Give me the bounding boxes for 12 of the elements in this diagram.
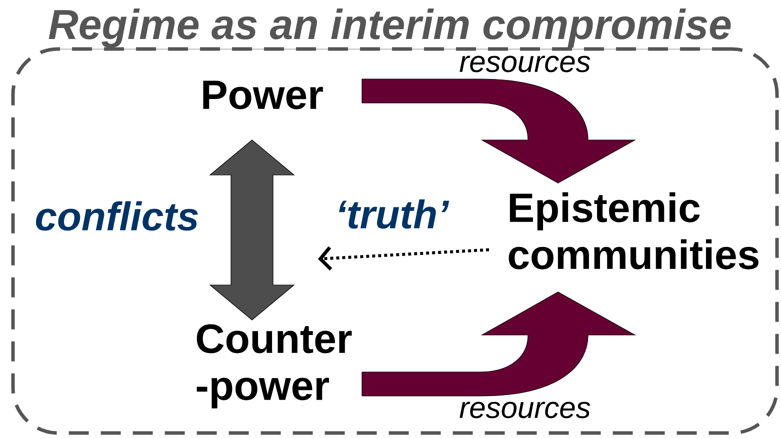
block-arrow: [362, 292, 636, 396]
title: Regime as an interim compromise: [48, 8, 732, 50]
edge-label: conflicts: [34, 200, 200, 232]
node-label: Epistemic communities: [508, 192, 758, 270]
block-arrow: [209, 140, 295, 320]
node-label: Counter -power: [196, 324, 352, 408]
edge-label: ‘truth’: [334, 198, 450, 230]
node-label: Power: [203, 80, 323, 110]
edge-label: resources: [458, 400, 592, 420]
block-arrow: [362, 78, 636, 184]
edge-label: resources: [458, 54, 592, 74]
arrow: [318, 246, 490, 271]
